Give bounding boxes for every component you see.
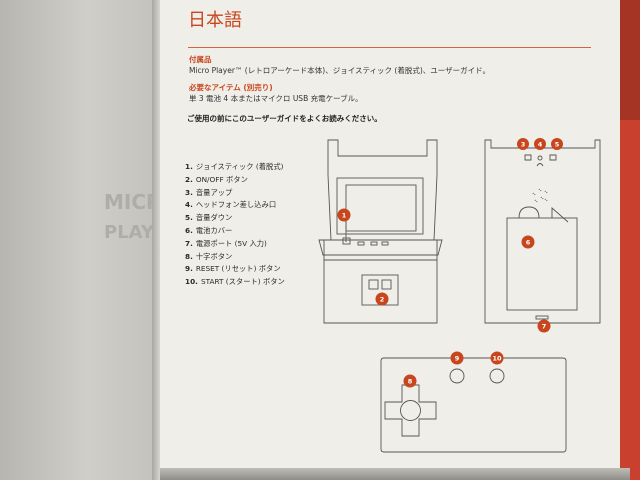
svg-text:6: 6	[526, 239, 531, 247]
svg-text:1: 1	[342, 212, 347, 220]
callout-10: 10	[491, 352, 504, 365]
callout-9: 9	[451, 352, 464, 365]
svg-text:10: 10	[492, 355, 502, 363]
callout-3: 3	[517, 138, 529, 150]
svg-text:5: 5	[555, 141, 560, 149]
callout-1: 1	[338, 209, 351, 222]
svg-text:7: 7	[542, 323, 547, 331]
svg-text:8: 8	[408, 378, 413, 386]
callout-8: 8	[404, 375, 417, 388]
callout-4: 4	[534, 138, 546, 150]
svg-text:3: 3	[521, 141, 526, 149]
svg-text:4: 4	[538, 141, 543, 149]
svg-text:9: 9	[455, 355, 460, 363]
svg-text:2: 2	[380, 296, 385, 304]
callout-6: 6	[522, 236, 535, 249]
arcade-cabinet-back-drawing	[485, 140, 600, 323]
control-panel-drawing	[381, 358, 566, 452]
callout-7: 7	[538, 320, 551, 333]
callout-2: 2	[376, 293, 389, 306]
callout-5: 5	[551, 138, 563, 150]
